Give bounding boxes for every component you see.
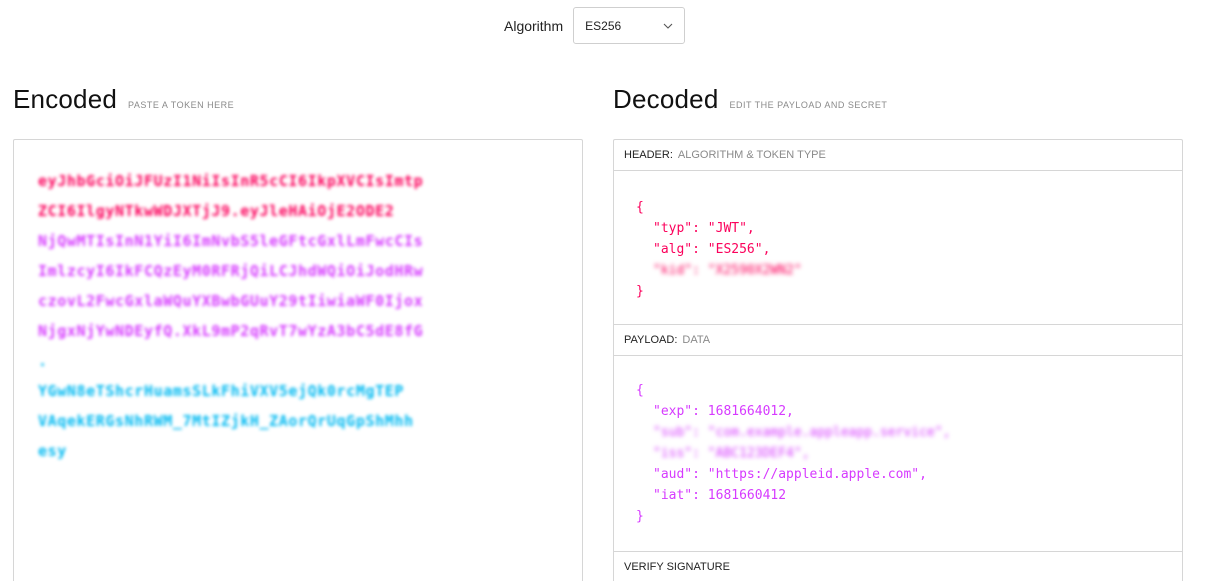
chevron-down-icon (663, 21, 673, 31)
token-line: . (38, 352, 48, 370)
token-line: ZCI6IlgyNTkwWDJXTjJ9.eyJleHAiOjE2ODE2 (38, 202, 395, 220)
code-line: "typ": "JWT", (653, 221, 755, 236)
sub-value: "sub": "com.example.appleapp.service", (653, 425, 951, 440)
payload-key: PAYLOAD: (624, 334, 678, 346)
kid-value: "kid": "X2590X2WN2" (653, 263, 802, 278)
code-line: "kid": "X2590X2WN2" (636, 260, 1160, 281)
payload-json-editor[interactable]: { "exp": 1681664012, "sub": "com.example… (614, 356, 1182, 552)
code-line: { (636, 200, 644, 215)
code-line: "iat": 1681660412 (653, 488, 787, 503)
verify-key: VERIFY SIGNATURE (624, 561, 730, 573)
token-line: ImlzcyI6IkFCQzEyM0RFRjQiLCJhdWQiOiJodHRw (38, 262, 424, 280)
algorithm-row: Algorithm ES256 (504, 7, 686, 44)
token-line: VAqekERGsNhRWM_7MtIZjkH_ZAorQrUqGpShMhh (38, 412, 414, 430)
code-line: } (636, 509, 644, 524)
decoded-section-title: Decoded EDIT THE PAYLOAD AND SECRET (613, 84, 887, 115)
token-line: YGwN8eTShcrHuamsSLkFhiVXV5ejQk0rcMgTEP (38, 382, 404, 400)
token-line: NjQwMTIsInN1YiI6ImNvbS5leGFtcGxlLmFwcCIs (38, 232, 424, 250)
header-desc: ALGORITHM & TOKEN TYPE (677, 149, 826, 161)
token-line: czovL2FwcGxlaWQuYXBwbGUuY29tIiwiaWF0Ijox (38, 292, 424, 310)
algorithm-label: Algorithm (504, 17, 564, 34)
token-line: esy (38, 442, 67, 460)
header-json-editor[interactable]: { "typ": "JWT", "alg": "ES256", "kid": "… (614, 171, 1182, 325)
encoded-token-editor[interactable]: eyJhbGciOiJFUzI1NiIsInR5cCI6IkpXVCIsImtp… (13, 139, 583, 581)
payload-desc: DATA (682, 334, 711, 346)
code-line: { (636, 383, 644, 398)
decoded-title: Decoded (613, 84, 719, 114)
encoded-subtitle: PASTE A TOKEN HERE (128, 100, 235, 110)
token-line: eyJhbGciOiJFUzI1NiIsInR5cCI6IkpXVCIsImtp (38, 172, 424, 190)
encoded-title: Encoded (13, 84, 118, 114)
header-key: HEADER: (624, 149, 673, 161)
payload-section-heading: PAYLOAD: DATA (614, 325, 1182, 356)
encoded-section-title: Encoded PASTE A TOKEN HERE (13, 84, 234, 115)
algorithm-value: ES256 (585, 18, 622, 33)
token-line: NjgxNjYwNDEyfQ.XkL9mP2qRvT7wYzA3bC5dE8fG (38, 322, 424, 340)
verify-signature-heading: VERIFY SIGNATURE (614, 552, 1182, 581)
code-line: "aud": "https://appleid.apple.com", (653, 467, 927, 482)
decoded-panel: HEADER: ALGORITHM & TOKEN TYPE { "typ": … (613, 139, 1183, 581)
code-line: "iss": "ABC123DEF4", (636, 443, 1160, 464)
algorithm-select[interactable]: ES256 (573, 7, 686, 44)
code-line: "exp": 1681664012, (653, 404, 794, 419)
code-line: "alg": "ES256", (653, 242, 771, 257)
iss-value: "iss": "ABC123DEF4", (653, 446, 810, 461)
code-line: } (636, 284, 644, 299)
decoded-subtitle: EDIT THE PAYLOAD AND SECRET (729, 100, 888, 110)
code-line: "sub": "com.example.appleapp.service", (636, 422, 1160, 443)
header-section-heading: HEADER: ALGORITHM & TOKEN TYPE (614, 140, 1182, 171)
